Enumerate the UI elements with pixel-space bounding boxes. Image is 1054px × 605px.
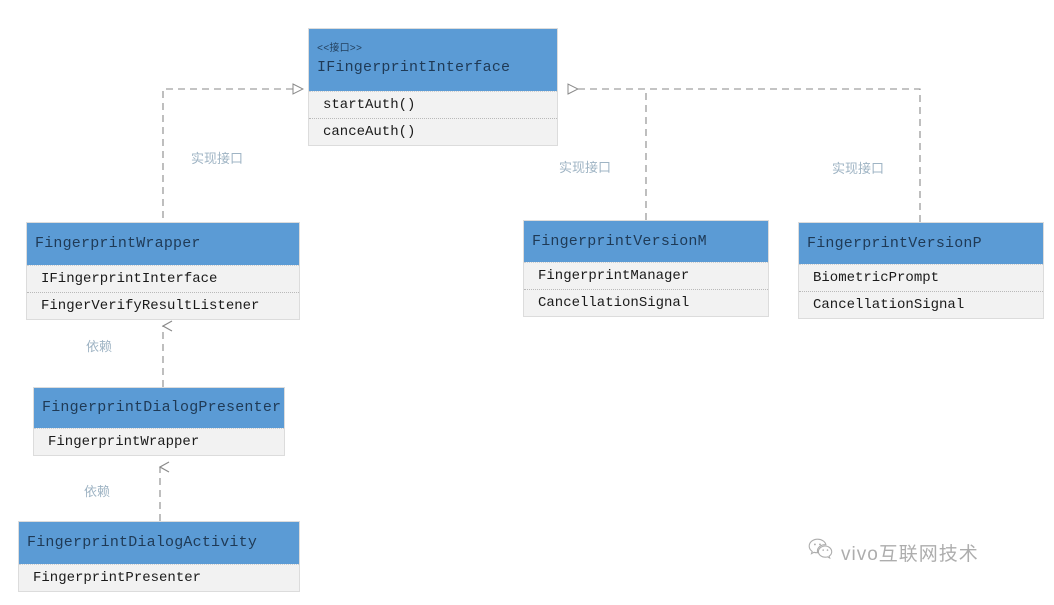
uml-class-fingerprintversionm[interactable]: FingerprintVersionM FingerprintManager C… [523,220,769,317]
watermark: vivo互联网技术 [808,538,979,566]
uml-member-row: IFingerprintInterface [27,265,299,292]
uml-member-row: FingerprintManager [524,262,768,289]
uml-member-row: BiometricPrompt [799,264,1043,291]
uml-class-name: FingerprintDialogPresenter [42,399,282,416]
edge-label-presenter-depend: 依赖 [86,339,113,354]
uml-member-row: CancellationSignal [799,291,1043,318]
uml-class-ifingerprintinterface[interactable]: <<接口>> IFingerprintInterface startAuth()… [308,28,558,146]
uml-header-fingerprintwrapper: FingerprintWrapper [27,223,299,265]
uml-class-name: FingerprintWrapper [35,235,201,252]
uml-class-name: FingerprintDialogActivity [27,534,258,551]
uml-member-row: CancellationSignal [524,289,768,316]
uml-member-row: FingerprintWrapper [34,428,284,455]
uml-class-name: FingerprintVersionM [532,232,707,250]
edge-label-versionp-realize: 实现接口 [832,161,885,176]
watermark-text: vivo互联网技术 [841,543,979,565]
uml-class-fingerprintdialogpresenter[interactable]: FingerprintDialogPresenter FingerprintWr… [33,387,285,456]
edge-label-activity-depend: 依赖 [84,484,111,499]
uml-class-fingerprintwrapper[interactable]: FingerprintWrapper IFingerprintInterface… [26,222,300,320]
wechat-icon [808,538,834,566]
edge-label-versionm-realize: 实现接口 [559,160,612,175]
uml-header-fingerprintversionp: FingerprintVersionP [799,223,1043,264]
edge-versionm-realize [578,89,647,220]
uml-class-name: FingerprintVersionP [807,234,982,252]
uml-class-fingerprintdialogactivity[interactable]: FingerprintDialogActivity FingerprintPre… [18,521,300,592]
edge-versionp-realize [578,88,921,222]
uml-stereotype: <<接口>> [317,43,363,55]
uml-header-fingerprintdialogpresenter: FingerprintDialogPresenter [34,388,284,428]
edge-label-wrapper-realize: 实现接口 [191,151,244,166]
uml-class-name: IFingerprintInterface [317,58,511,76]
uml-header-ifingerprintinterface: <<接口>> IFingerprintInterface [309,29,557,91]
uml-member-row: FingerVerifyResultListener [27,292,299,319]
uml-member-row: startAuth() [309,91,557,118]
uml-class-fingerprintversionp[interactable]: FingerprintVersionP BiometricPrompt Canc… [798,222,1044,319]
uml-member-row: canceAuth() [309,118,557,145]
uml-member-row: FingerprintPresenter [19,564,299,591]
uml-header-fingerprintdialogactivity: FingerprintDialogActivity [19,522,299,564]
uml-header-fingerprintversionm: FingerprintVersionM [524,221,768,262]
